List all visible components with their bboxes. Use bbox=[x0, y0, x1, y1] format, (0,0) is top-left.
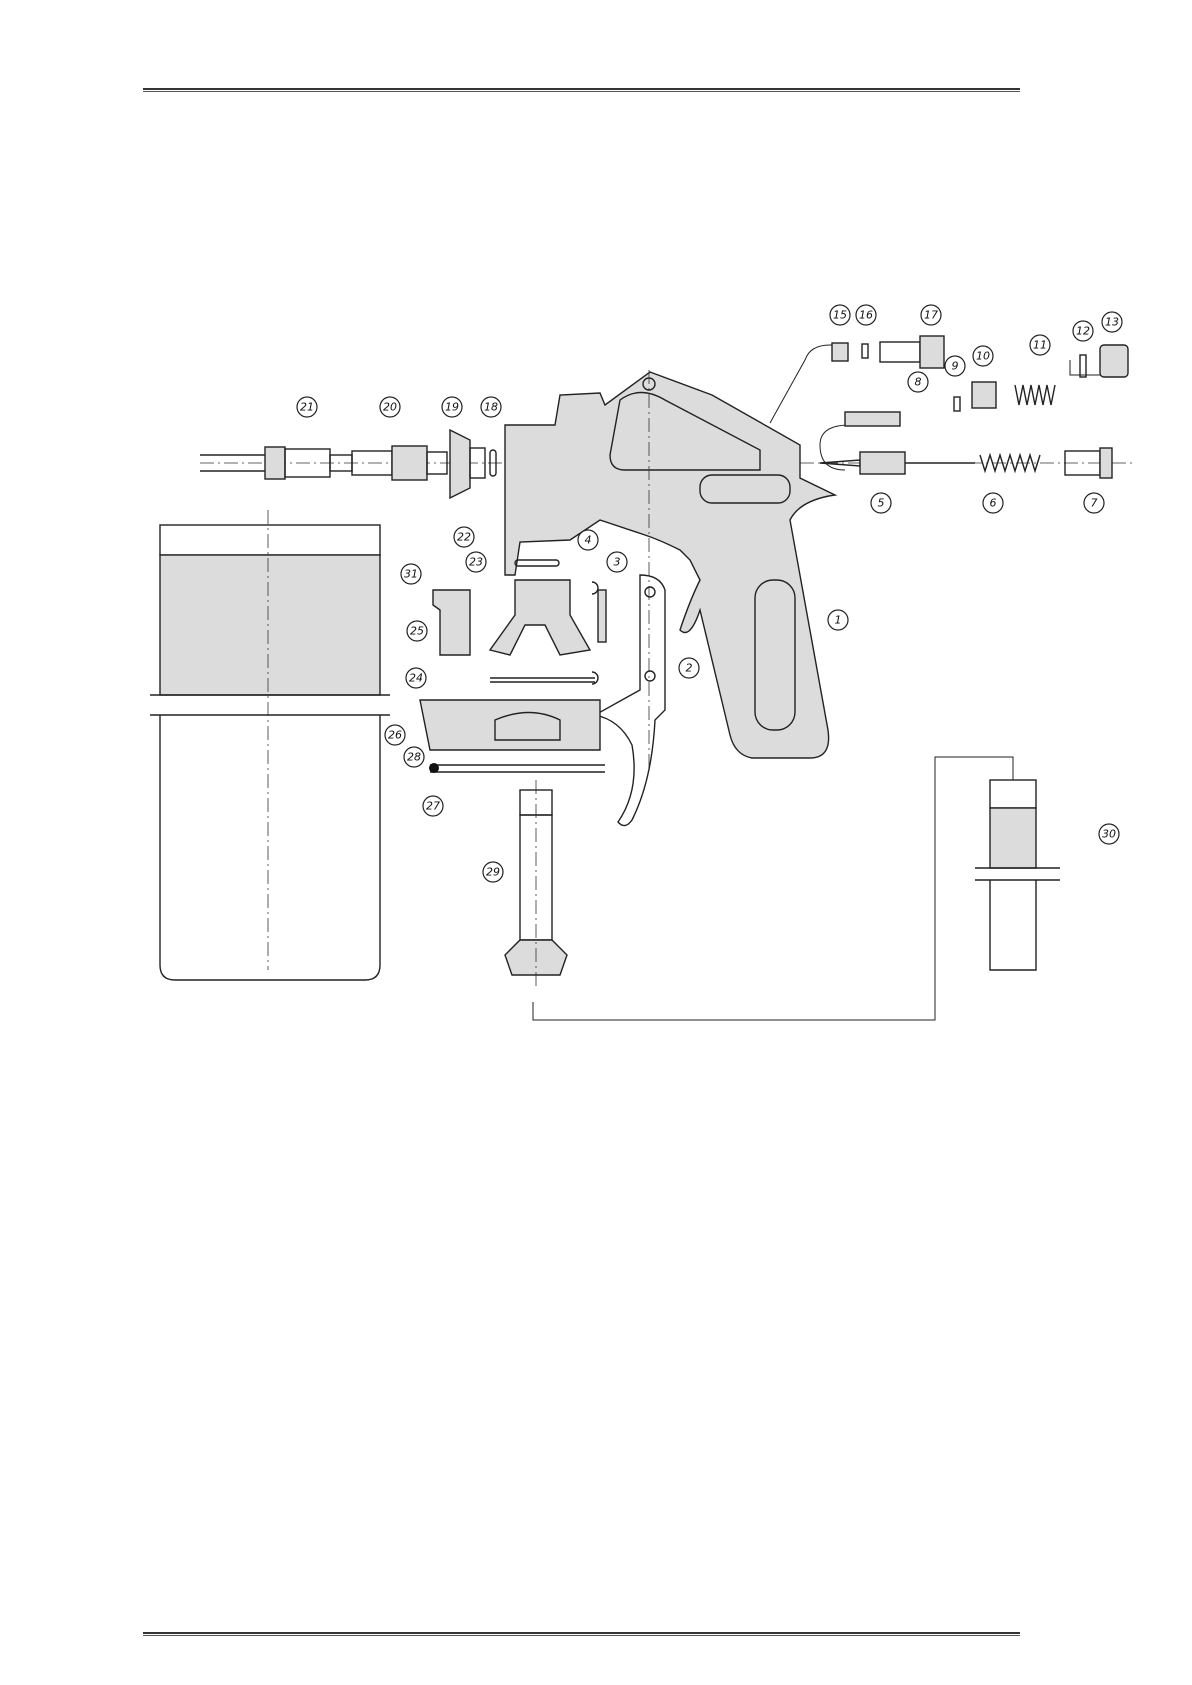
callout-number: 3 bbox=[614, 556, 621, 569]
callout-26: 26 bbox=[385, 725, 405, 745]
paint-cup bbox=[150, 510, 390, 980]
callout-number: 24 bbox=[409, 672, 423, 685]
callout-4: 4 bbox=[578, 530, 598, 550]
callout-number: 17 bbox=[924, 309, 938, 322]
callout-number: 7 bbox=[1091, 497, 1098, 510]
callout-6: 6 bbox=[983, 493, 1003, 513]
callout-number: 18 bbox=[484, 401, 498, 414]
callout-number: 16 bbox=[859, 309, 873, 322]
callout-number: 15 bbox=[833, 309, 847, 322]
callout-number: 2 bbox=[686, 662, 693, 675]
callout-number: 31 bbox=[404, 568, 418, 581]
cup-lid-assembly bbox=[420, 560, 605, 773]
callout-29: 29 bbox=[483, 862, 503, 882]
callout-number: 9 bbox=[952, 360, 959, 373]
callout-28: 28 bbox=[404, 747, 424, 767]
callout-number: 22 bbox=[457, 531, 471, 544]
callout-number: 11 bbox=[1033, 339, 1047, 352]
callout-30: 30 bbox=[1099, 824, 1119, 844]
callout-12: 12 bbox=[1073, 321, 1093, 341]
extension-tube bbox=[975, 780, 1060, 970]
callout-5: 5 bbox=[871, 493, 891, 513]
callout-number: 12 bbox=[1076, 325, 1090, 338]
callout-number: 4 bbox=[585, 534, 592, 547]
callout-number: 27 bbox=[426, 800, 440, 813]
callout-31: 31 bbox=[401, 564, 421, 584]
callout-16: 16 bbox=[856, 305, 876, 325]
callout-number: 20 bbox=[383, 401, 397, 414]
callout-19: 19 bbox=[442, 397, 462, 417]
callout-number: 23 bbox=[469, 556, 483, 569]
callout-number: 28 bbox=[407, 751, 421, 764]
callout-9: 9 bbox=[945, 356, 965, 376]
callout-number: 6 bbox=[990, 497, 997, 510]
callout-number: 5 bbox=[878, 497, 885, 510]
callout-number: 26 bbox=[388, 729, 402, 742]
callout-number: 10 bbox=[976, 350, 990, 363]
callout-20: 20 bbox=[380, 397, 400, 417]
callout-15: 15 bbox=[830, 305, 850, 325]
callout-24: 24 bbox=[406, 668, 426, 688]
callout-21: 21 bbox=[297, 397, 317, 417]
callout-number: 29 bbox=[486, 866, 500, 879]
callout-number: 8 bbox=[915, 376, 922, 389]
callout-18: 18 bbox=[481, 397, 501, 417]
riser-tube bbox=[505, 780, 567, 990]
air-inlet-coupling bbox=[200, 430, 496, 498]
callout-25: 25 bbox=[407, 621, 427, 641]
callout-10: 10 bbox=[973, 346, 993, 366]
callout-8: 8 bbox=[908, 372, 928, 392]
callout-1: 1 bbox=[828, 610, 848, 630]
callout-2: 2 bbox=[679, 658, 699, 678]
callout-number: 30 bbox=[1102, 828, 1116, 841]
callout-17: 17 bbox=[921, 305, 941, 325]
trigger-assembly bbox=[592, 575, 665, 826]
callout-27: 27 bbox=[423, 796, 443, 816]
callout-22: 22 bbox=[454, 527, 474, 547]
callout-number: 1 bbox=[835, 614, 842, 627]
callout-11: 11 bbox=[1030, 335, 1050, 355]
callout-3: 3 bbox=[607, 552, 627, 572]
callout-number: 13 bbox=[1105, 316, 1119, 329]
callout-23: 23 bbox=[466, 552, 486, 572]
callout-7: 7 bbox=[1084, 493, 1104, 513]
callout-number: 21 bbox=[300, 401, 314, 414]
callout-13: 13 bbox=[1102, 312, 1122, 332]
callout-number: 19 bbox=[445, 401, 459, 414]
callout-number: 25 bbox=[410, 625, 424, 638]
